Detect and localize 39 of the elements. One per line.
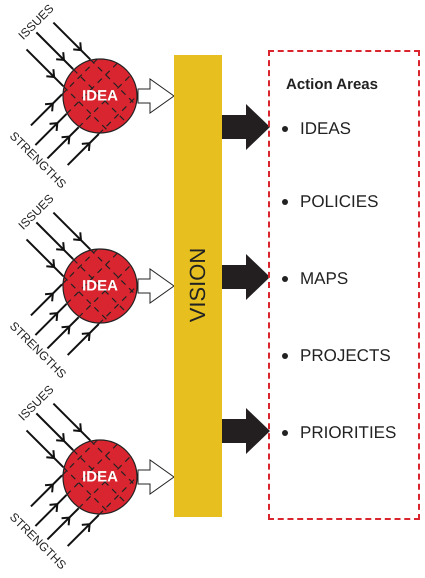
input-arrow: [36, 222, 74, 260]
dashed-panel: [268, 50, 420, 520]
list-item: PROJECTS: [272, 343, 414, 369]
vision-bar: [174, 55, 222, 517]
input-arrow: [46, 316, 80, 350]
input-arrow: [26, 48, 64, 87]
input-arrow: [36, 412, 74, 451]
input-arrow: [66, 323, 100, 356]
input-arrow: [66, 133, 100, 166]
input-arrow: [36, 32, 74, 70]
input-arrow: [52, 212, 91, 250]
idea-text: IDEA: [82, 88, 118, 104]
input-arrow: [30, 94, 63, 126]
input-arrow: [30, 474, 63, 508]
input-arrow: [46, 508, 80, 540]
list-item: PRIORITIES: [272, 420, 414, 446]
panel-heading: Action Areas: [286, 76, 378, 93]
list-item: MAPS: [272, 266, 414, 292]
input-arrow: [26, 430, 64, 468]
vision-text: VISION: [185, 248, 211, 322]
idea-text: IDEA: [82, 278, 118, 294]
input-arrow: [52, 402, 91, 441]
list-item: POLICIES: [272, 189, 414, 215]
idea-text: IDEA: [82, 468, 118, 486]
input-arrow: [26, 238, 64, 277]
hollow-arrow: [138, 459, 175, 495]
list-item: IDEAS: [272, 116, 414, 142]
hollow-arrow: [138, 268, 175, 304]
block-arrow: [222, 408, 270, 454]
block-arrow: [222, 104, 270, 150]
input-arrow: [34, 494, 68, 527]
block-arrow: [222, 254, 270, 300]
hollow-arrow: [138, 78, 175, 114]
input-arrow: [34, 113, 68, 146]
input-arrow: [66, 514, 100, 547]
input-arrow: [30, 284, 63, 316]
input-arrow: [34, 303, 68, 336]
input-arrow: [52, 22, 91, 60]
input-arrow: [46, 126, 80, 160]
